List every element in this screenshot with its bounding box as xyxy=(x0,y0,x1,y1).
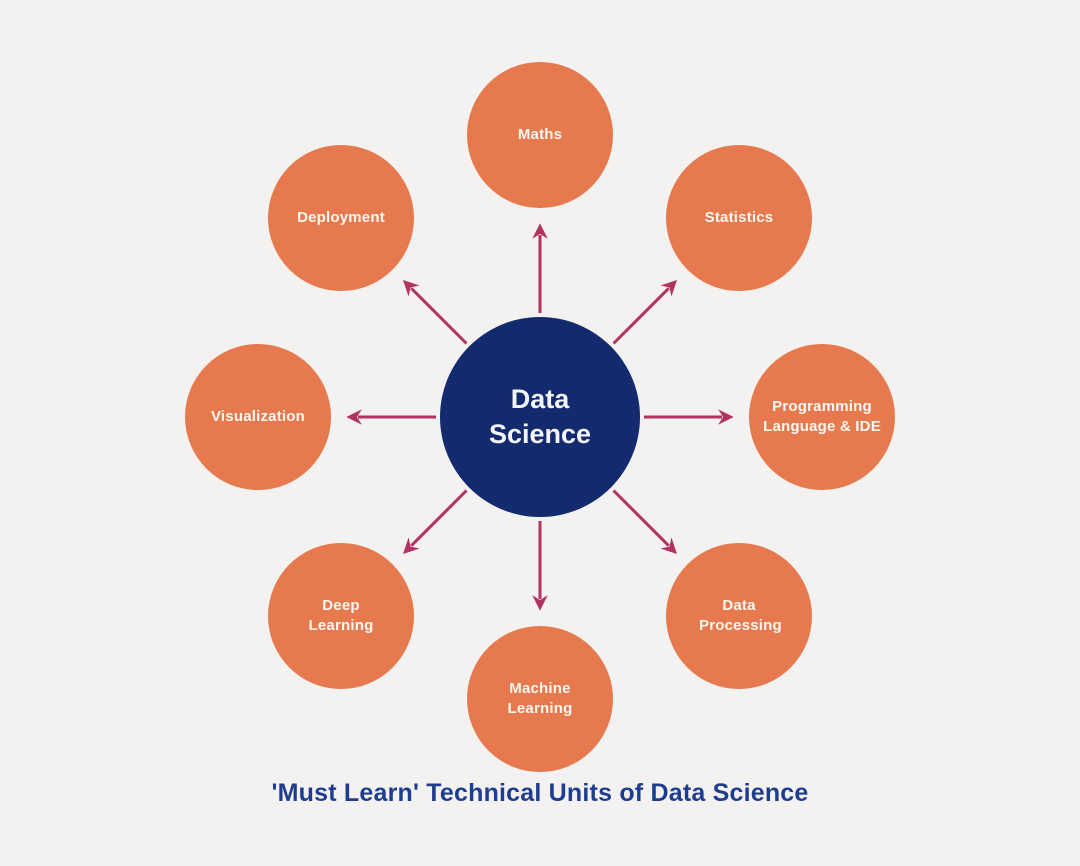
node-machine-learning: Machine Learning xyxy=(467,626,613,772)
node-programming-language-ide: Programming Language & IDE xyxy=(749,344,895,490)
node-deep-learning: Deep Learning xyxy=(268,543,414,689)
node-visualization-label: Visualization xyxy=(210,407,305,425)
center-node-data-science: Data Science xyxy=(440,317,640,517)
node-machine-learning-label: Machine Learning xyxy=(507,679,573,717)
node-statistics: Statistics xyxy=(666,145,812,291)
arrow-to-deep-learning xyxy=(403,489,468,554)
node-deployment: Deployment xyxy=(268,145,414,291)
node-statistics-label: Statistics xyxy=(704,208,774,226)
node-deep-learning-label: Deep Learning xyxy=(308,596,374,634)
arrow-to-statistics xyxy=(612,280,677,345)
node-maths-label: Maths xyxy=(517,125,563,143)
node-deployment-label: Deployment xyxy=(297,208,385,226)
node-data-processing: Data Processing xyxy=(666,543,812,689)
node-visualization: Visualization xyxy=(185,344,331,490)
node-data-processing-label: Data Processing xyxy=(699,596,782,634)
caption-title: 'Must Learn' Technical Units of Data Sci… xyxy=(271,779,809,807)
arrow-to-data-processing xyxy=(612,489,677,554)
arrow-to-deployment xyxy=(403,280,468,345)
node-programming-language-ide-label: Programming Language & IDE xyxy=(763,397,881,435)
center-node-label: Data Science xyxy=(488,383,592,449)
node-maths: Maths xyxy=(467,62,613,208)
